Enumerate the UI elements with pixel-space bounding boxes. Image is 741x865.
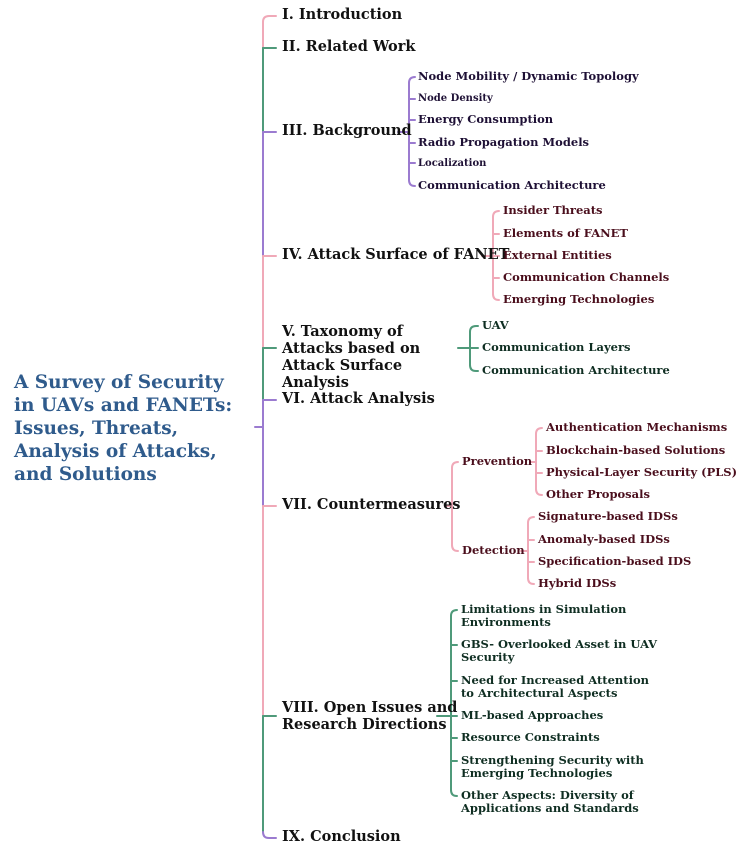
subtopic-other-proposals[interactable]: Other Proposals bbox=[546, 487, 650, 501]
section-open-issues[interactable]: VIII. Open Issues and Research Direction… bbox=[282, 699, 458, 733]
section-related-work[interactable]: II. Related Work bbox=[282, 38, 416, 55]
topic-detection[interactable]: Detection bbox=[462, 543, 525, 557]
section-attack-analysis[interactable]: VI. Attack Analysis bbox=[282, 390, 435, 407]
root-title: A Survey of Security in UAVs and FANETs:… bbox=[14, 372, 233, 485]
topic-node-mobility[interactable]: Node Mobility / Dynamic Topology bbox=[418, 69, 639, 83]
section-branch-0 bbox=[262, 15, 277, 23]
topic-external-entities[interactable]: External Entities bbox=[503, 248, 612, 262]
detection-links-child-0 bbox=[527, 516, 535, 524]
topic-ml-approaches[interactable]: ML-based Approaches bbox=[461, 708, 604, 722]
section-branch-8 bbox=[262, 831, 277, 839]
topic-resource-constraints[interactable]: Resource Constraints bbox=[461, 730, 600, 744]
topic-energy-consumption[interactable]: Energy Consumption bbox=[418, 112, 554, 126]
section-countermeasures[interactable]: VII. Countermeasures bbox=[282, 496, 461, 513]
subtopic-authentication[interactable]: Authentication Mechanisms bbox=[546, 420, 728, 434]
topic-communication-layers[interactable]: Communication Layers bbox=[482, 340, 631, 354]
subtopic-specification-ids[interactable]: Specification-based IDS bbox=[538, 554, 692, 568]
countermeasures-links-child-1 bbox=[451, 544, 459, 552]
taxonomy-links-child-0 bbox=[469, 325, 479, 333]
topic-prevention[interactable]: Prevention bbox=[462, 454, 533, 468]
topic-localization[interactable]: Localization bbox=[418, 158, 487, 169]
topic-other-aspects[interactable]: Other Aspects: Diversity of Applications… bbox=[461, 788, 639, 815]
countermeasures-links-child-0 bbox=[451, 461, 459, 469]
section-attack-surface[interactable]: IV. Attack Surface of FANET bbox=[282, 246, 510, 263]
subtopic-hybrid-ids[interactable]: Hybrid IDSs bbox=[538, 576, 617, 590]
attack-surface-links-child-4 bbox=[492, 293, 500, 301]
subtopic-pls[interactable]: Physical-Layer Security (PLS) bbox=[546, 465, 738, 479]
subtopic-anomaly-ids[interactable]: Anomaly-based IDSs bbox=[538, 532, 670, 546]
open-issues-links-child-0 bbox=[450, 609, 458, 617]
topic-communication-architecture-tax[interactable]: Communication Architecture bbox=[482, 363, 670, 377]
section-conclusion[interactable]: IX. Conclusion bbox=[282, 828, 401, 845]
topic-strengthening-security[interactable]: Strengthening Security with Emerging Tec… bbox=[461, 753, 644, 780]
background-links-child-5 bbox=[408, 179, 416, 187]
topic-insider-threats[interactable]: Insider Threats bbox=[503, 203, 603, 217]
subtopic-blockchain[interactable]: Blockchain-based Solutions bbox=[546, 443, 726, 457]
topic-simulation-limitations[interactable]: Limitations in Simulation Environments bbox=[461, 602, 627, 629]
topic-emerging-technologies[interactable]: Emerging Technologies bbox=[503, 292, 655, 306]
section-taxonomy[interactable]: V. Taxonomy of Attacks based on Attack S… bbox=[282, 323, 421, 391]
open-issues-links-child-6 bbox=[450, 789, 458, 797]
detection-links-child-3 bbox=[527, 577, 535, 585]
topic-radio-propagation[interactable]: Radio Propagation Models bbox=[418, 135, 590, 149]
taxonomy-links-child-2 bbox=[469, 364, 479, 372]
prevention-links-child-3 bbox=[535, 488, 543, 496]
topic-architectural-aspects[interactable]: Need for Increased Attention to Architec… bbox=[461, 673, 650, 700]
prevention-links-child-0 bbox=[535, 427, 543, 435]
topic-node-density[interactable]: Node Density bbox=[418, 93, 493, 104]
attack-surface-links-child-0 bbox=[492, 210, 500, 218]
section-introduction[interactable]: I. Introduction bbox=[282, 6, 403, 23]
topic-uav[interactable]: UAV bbox=[482, 318, 509, 332]
section-background[interactable]: III. Background bbox=[282, 122, 412, 139]
topic-communication-architecture-bg[interactable]: Communication Architecture bbox=[418, 178, 606, 192]
subtopic-signature-ids[interactable]: Signature-based IDSs bbox=[538, 509, 678, 523]
background-links-child-0 bbox=[408, 76, 416, 84]
topic-elements-of-fanet[interactable]: Elements of FANET bbox=[503, 226, 628, 240]
topic-gbs-asset[interactable]: GBS- Overlooked Asset in UAV Security bbox=[461, 637, 658, 664]
topic-communication-channels[interactable]: Communication Channels bbox=[503, 270, 670, 284]
